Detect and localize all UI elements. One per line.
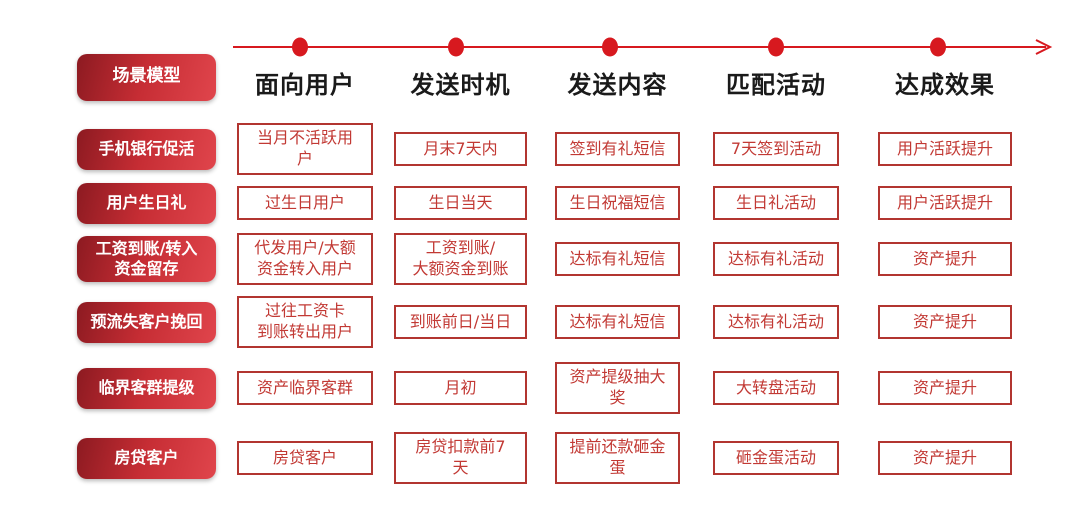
matrix-cell: 资产提级抽大 奖	[555, 362, 680, 414]
matrix-cell: 当月不活跃用 户	[237, 123, 373, 175]
matrix-cell: 代发用户/大额 资金转入用户	[237, 233, 373, 285]
matrix-cell: 过生日用户	[237, 186, 373, 220]
matrix-cell: 大转盘活动	[713, 371, 839, 405]
matrix-cell: 月末7天内	[394, 132, 527, 166]
matrix-cell: 房贷扣款前7 天	[394, 432, 527, 484]
matrix-cell: 7天签到活动	[713, 132, 839, 166]
column-header-send-content: 发送内容	[567, 70, 668, 99]
column-header-target-users: 面向用户	[255, 70, 355, 99]
matrix-cell: 用户活跃提升	[878, 132, 1012, 166]
matrix-cell: 资产提升	[878, 305, 1012, 339]
scenario-row-mortgage-customers: 房贷客户 房贷客户 房贷扣款前7 天 提前还款砸金 蛋 砸金蛋活动 资产提升	[77, 424, 1080, 492]
matrix-cell: 达标有礼短信	[555, 242, 680, 276]
matrix-cell: 资产提升	[878, 441, 1012, 475]
scenario-row-threshold-upgrade: 临界客群提级 资产临界客群 月初 资产提级抽大 奖 大转盘活动 资产提升	[77, 352, 1080, 424]
row-label-threshold-upgrade: 临界客群提级	[77, 367, 216, 409]
matrix-cell: 达标有礼短信	[555, 305, 680, 339]
header-row: 场景模型 面向用户 发送时机 发送内容 匹配活动 达成效果	[77, 40, 1080, 118]
column-header-matched-campaign: 匹配活动	[726, 70, 826, 99]
scenario-row-mobile-banking-activation: 手机银行促活 当月不活跃用 户 月末7天内 签到有礼短信 7天签到活动 用户活跃…	[77, 118, 1080, 180]
row-label-mobile-banking-activation: 手机银行促活	[77, 128, 216, 170]
matrix-cell: 月初	[394, 371, 527, 405]
column-header-achieved-effect: 达成效果	[895, 70, 995, 99]
scenario-model-badge: 场景模型	[77, 53, 216, 101]
matrix-cell: 工资到账/ 大额资金到账	[394, 233, 527, 285]
matrix-cell: 资产提升	[878, 371, 1012, 405]
matrix-cell: 资产提升	[878, 242, 1012, 276]
matrix-cell: 砸金蛋活动	[713, 441, 839, 475]
matrix-cell: 生日礼活动	[713, 186, 839, 220]
row-label-user-birthday-gift: 用户生日礼	[77, 182, 216, 224]
matrix-cell: 资产临界客群	[237, 371, 373, 405]
matrix-cell: 签到有礼短信	[555, 132, 680, 166]
matrix-cell: 生日祝福短信	[555, 186, 680, 220]
matrix-cell: 生日当天	[394, 186, 527, 220]
matrix-cell: 达标有礼活动	[713, 242, 839, 276]
row-label-pre-churn-winback: 预流失客户挽回	[77, 301, 216, 343]
matrix-cell: 房贷客户	[237, 441, 373, 475]
column-header-send-timing: 发送时机	[410, 70, 511, 99]
row-label-mortgage-customers: 房贷客户	[77, 437, 216, 479]
scenario-row-user-birthday-gift: 用户生日礼 过生日用户 生日当天 生日祝福短信 生日礼活动 用户活跃提升	[77, 180, 1080, 226]
matrix-cell: 达标有礼活动	[713, 305, 839, 339]
matrix-cell: 过往工资卡 到账转出用户	[237, 296, 373, 348]
row-label-salary-funds-retention: 工资到账/转入 资金留存	[77, 236, 216, 282]
matrix-cell: 提前还款砸金 蛋	[555, 432, 680, 484]
matrix-cell: 到账前日/当日	[394, 305, 527, 339]
scenario-row-pre-churn-winback: 预流失客户挽回 过往工资卡 到账转出用户 到账前日/当日 达标有礼短信 达标有礼…	[77, 292, 1080, 352]
matrix-cell: 用户活跃提升	[878, 186, 1012, 220]
scenario-row-salary-funds-retention: 工资到账/转入 资金留存 代发用户/大额 资金转入用户 工资到账/ 大额资金到账…	[77, 226, 1080, 292]
